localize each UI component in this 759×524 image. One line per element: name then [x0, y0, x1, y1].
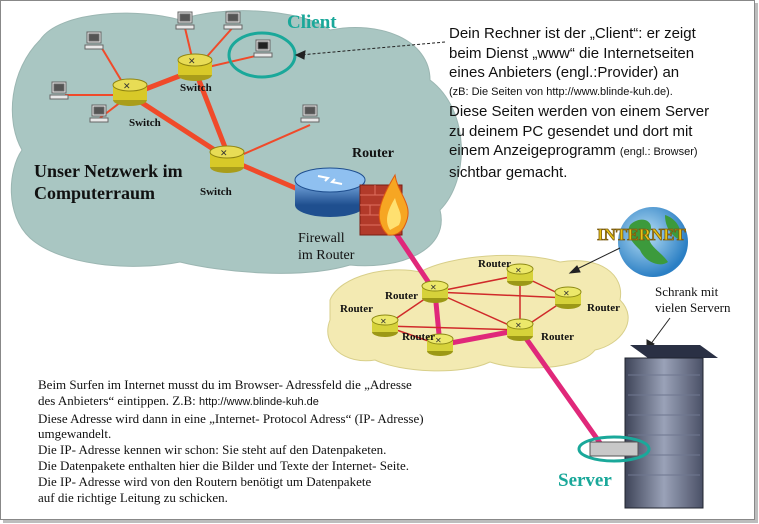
svg-text:✕: ✕ [515, 266, 522, 275]
desc-line: zu deinem PC gesendet und dort mit [449, 122, 693, 140]
switch-label: Switch [200, 186, 232, 198]
router-label: Router [587, 302, 620, 314]
svg-text:✕: ✕ [380, 317, 387, 326]
firewall-icon [359, 173, 409, 236]
svg-text:✕: ✕ [435, 336, 442, 345]
server-cabinet-label: Schrank mit vielen Servern [655, 284, 730, 316]
router-main-label: Router [352, 146, 394, 161]
desc-line7a: einem Anzeigeprogramm [449, 142, 620, 159]
svg-text:✕: ✕ [430, 283, 437, 292]
schrank-line1: Schrank mit [655, 284, 719, 299]
schrank-line2: vielen Servern [655, 300, 731, 315]
bottom-line: Diese Adresse wird dann in eine „Interne… [38, 410, 424, 426]
server-label: Server [558, 470, 612, 491]
firewall-label-line2: im Router [298, 248, 355, 263]
server-highlight [577, 435, 651, 463]
internet-globe [618, 207, 688, 277]
bottom-line: des Anbieters“ eintippen. Z.B: http://ww… [38, 393, 424, 411]
desc-line: einem Anzeigeprogramm (engl.: Browser) [449, 141, 709, 163]
svg-text:✕: ✕ [515, 321, 522, 330]
switch-2: ✕ [177, 53, 213, 81]
switch-3: ✕ [209, 145, 245, 173]
firewall-label-line1: Firewall [298, 231, 345, 246]
bottom-line: umgewandelt. [38, 426, 112, 442]
client-label: Client [287, 12, 337, 33]
main-router [294, 167, 366, 217]
desc-line: eines Anbieters (engl.:Provider) an [449, 64, 680, 81]
bottom-line2a: des Anbieters“ eintippen. Z.B: [38, 392, 200, 408]
router-label: Router [385, 290, 418, 302]
desc-line: (zB: Die Seiten von http://www.blinde-ku… [449, 85, 673, 98]
router-label: Router [478, 258, 511, 270]
bottom-line: auf die richtige Leitung zu schicken. [38, 489, 228, 505]
svg-text:✕: ✕ [188, 56, 196, 66]
pc-icons [49, 11, 320, 123]
svg-text:✕: ✕ [220, 148, 228, 158]
bottom-line: Die IP- Adresse kennen wir schon: Sie st… [38, 442, 387, 458]
desc-line7b: (engl.: Browser) [619, 146, 698, 158]
bottom-url: http://www.blinde-kuh.de [199, 395, 319, 408]
desc-line: Dein Rechner ist der „Client“: er zeigt [449, 25, 696, 42]
switch-1: ✕ [112, 78, 148, 106]
description-text: Dein Rechner ist der „Client“: er zeigt … [449, 24, 709, 182]
firewall-label: Firewall im Router [298, 230, 354, 264]
server-rack [589, 345, 718, 509]
bottom-line: Die Datenpakete enthalten hier die Bilde… [38, 457, 410, 473]
network-title-line1: Unser Netzwerk im [34, 161, 183, 181]
desc-line: sichtbar gemacht. [449, 163, 568, 181]
network-title: Unser Netzwerk im Computerraum [34, 160, 183, 204]
internet-label: INTERNET [597, 225, 686, 244]
internet-cloud [327, 254, 629, 372]
desc-line: Diese Seiten werden von einem Server [449, 103, 710, 120]
bottom-explanation: Beim Surfen im Internet musst du im Brow… [38, 377, 424, 505]
router-label: Router [402, 331, 435, 343]
switch-label: Switch [180, 82, 212, 94]
network-title-line2: Computerraum [34, 183, 155, 203]
svg-text:✕: ✕ [563, 289, 570, 298]
router-label: Router [541, 331, 574, 343]
internet-routers: ✕ ✕ ✕ ✕ ✕ ✕ [371, 263, 582, 356]
bottom-line: Die IP- Adresse wird von den Routern ben… [38, 473, 372, 489]
bottom-line: Beim Surfen im Internet musst du im Brow… [38, 377, 412, 392]
desc-line: beim Dienst „www“ die Internetseiten [449, 44, 695, 62]
svg-text:✕: ✕ [123, 81, 131, 91]
router-label: Router [340, 303, 373, 315]
switch-label: Switch [129, 117, 161, 129]
